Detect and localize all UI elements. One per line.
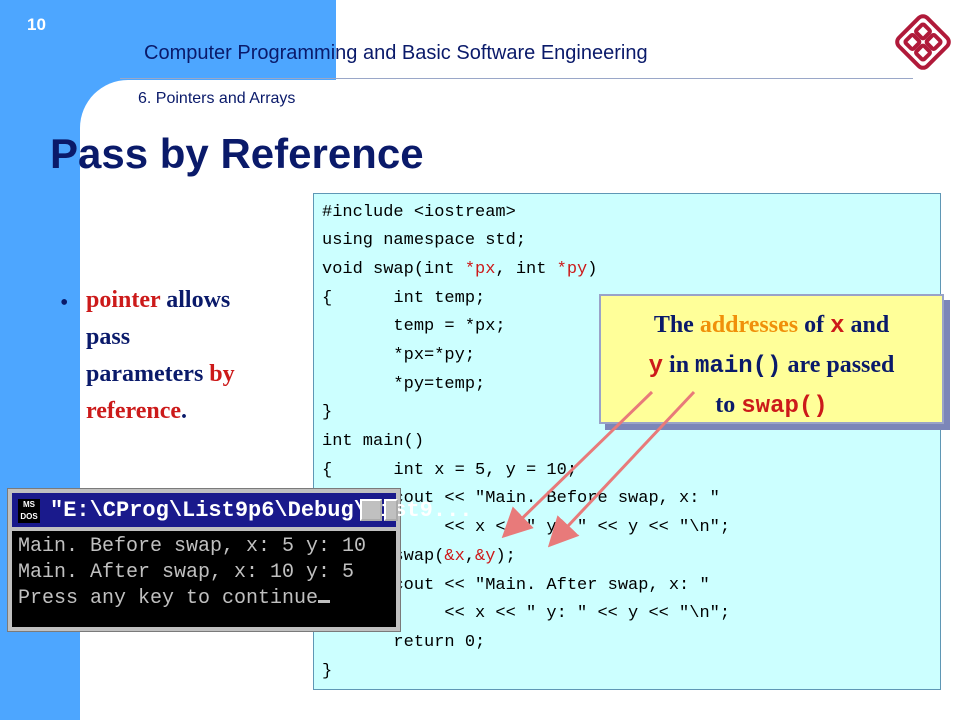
bullet-word-pass: pass [86,324,131,350]
console-line: Main. Before swap, x: 5 y: 10 [18,535,367,558]
callout-word-addresses: addresses [699,312,799,338]
console-line: Main. After swap, x: 10 y: 5 [18,561,355,584]
console-titlebar[interactable]: MS DOS "E:\CProg\List9p6\Debug\List9... [12,493,472,527]
callout-code-swap: swap() [741,393,828,420]
callout-word: to [715,392,742,418]
bullet-word-pointer: pointer [86,287,161,313]
code-line: } [322,403,333,422]
code-token-highlight: *px [464,260,496,279]
bullet-word-allows: allows [160,287,231,313]
slide-number: 10 [27,15,46,34]
console-cursor [318,600,331,603]
callout-text: The addresses of x and y in main() are p… [601,306,942,426]
code-line: { int x = 5, y = 10; [322,461,578,480]
bullet-marker: • [60,290,69,316]
callout-code-main: main() [695,353,782,380]
console-line: Press any key to continue [18,587,331,611]
callout-word: and [844,312,890,338]
code-token: swap( [393,547,445,566]
callout-word: are passed [781,352,895,378]
callout-var-x: x [830,313,845,340]
code-token-highlight: *py [556,260,588,279]
callout-var-y: y [648,353,664,380]
code-token: void swap(int [322,260,465,279]
bullet-word-reference: reference [86,398,182,424]
console-output: Main. Before swap, x: 5 y: 10 Main. Afte… [12,531,396,627]
code-line: using namespace std; [322,231,527,250]
bullet-word-parameters: parameters [86,361,210,387]
code-token: , [464,547,476,566]
slide-title: Pass by Reference [50,130,424,177]
bullet-word-by: by [209,361,235,387]
top-decor-band [0,0,336,80]
code-token-highlight: &y [475,547,496,566]
code-line: return 0; [322,633,486,652]
code-line: << x << " y: " << y << "\n"; [322,604,731,623]
bullet-text: pointer allows pass parameters by refere… [86,282,296,430]
callout-word: The [653,312,700,338]
callout-word: of [798,312,831,338]
decor-band-curve [80,80,176,176]
callout-word: in [663,352,696,378]
code-line: void swap(int *px, int *py) [322,258,597,282]
code-line: cout << "Main. After swap, x: " [322,576,710,595]
university-logo-icon [895,14,951,70]
chapter-subtitle: 6. Pointers and Arrays [138,90,296,107]
code-line: temp = *px; [322,317,506,336]
bullet-period: . [181,398,188,424]
code-line: } [322,662,333,681]
header-divider [120,78,913,79]
code-line: swap(&x,&y); [322,545,516,569]
code-token: ); [495,547,516,566]
code-line: *px=*py; [322,346,476,365]
callout-box: The addresses of x and y in main() are p… [599,294,944,424]
console-title-text: "E:\CProg\List9p6\Debug\List9... [50,498,473,523]
course-title: Computer Programming and Basic Software … [144,42,648,64]
code-line: { int temp; [322,289,486,308]
msdos-icon: MS DOS [18,499,40,523]
code-line: int main() [322,432,425,451]
maximize-button[interactable] [384,499,398,521]
code-token-highlight: &x [444,547,465,566]
console-window: MS DOS "E:\CProg\List9p6\Debug\List9... … [7,488,472,632]
code-line: #include <iostream> [322,203,516,222]
code-token: ) [587,260,598,279]
code-line: *py=temp; [322,375,486,394]
minimize-button[interactable] [360,499,382,521]
code-token: , int [495,260,557,279]
console-prompt-text: Press any key to continue [18,587,319,610]
